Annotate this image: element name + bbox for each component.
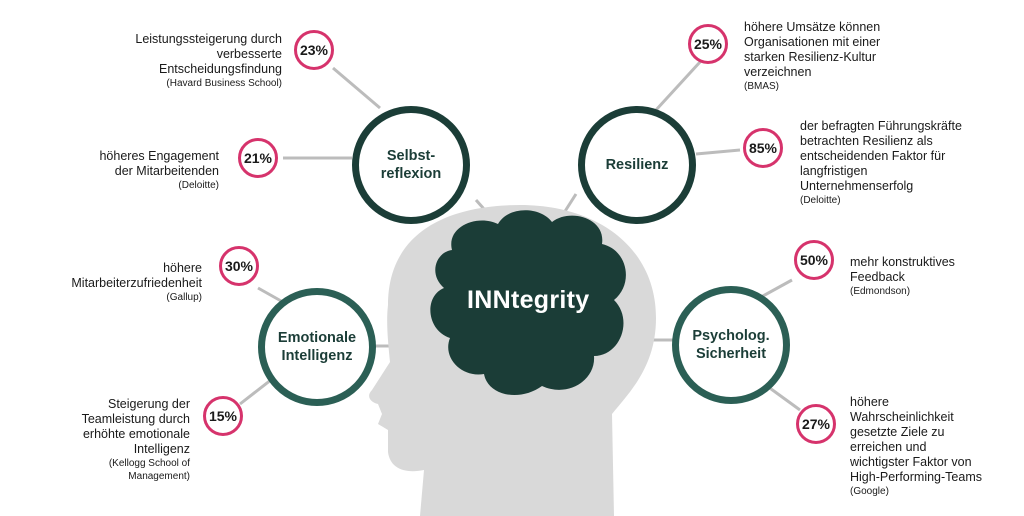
stat-text: Steigerung der Teamleistung durch erhöht… (81, 397, 190, 482)
stat-text: höheres Engagement der Mitarbeitenden(De… (99, 149, 219, 191)
stat-text: Leistungssteigerung durch verbesserte En… (135, 32, 282, 89)
stat-text: höhere Mitarbeiterzufriedenheit(Gallup) (71, 261, 202, 303)
stat-text: mehr konstruktives Feedback(Edmondson) (850, 255, 955, 297)
topic-selbstreflexion: Selbst- reflexion (352, 106, 470, 224)
stat-badge: 30% (219, 246, 259, 286)
connector-line (654, 60, 702, 112)
brand-label: INNtegrity (467, 286, 590, 314)
stat-text: höhere Wahrscheinlichkeit gesetzte Ziele… (850, 395, 982, 497)
topic-emotionale-intelligenz: Emotionale Intelligenz (258, 288, 376, 406)
topic-resilienz: Resilienz (578, 106, 696, 224)
stat-badge: 15% (203, 396, 243, 436)
stat-badge: 21% (238, 138, 278, 178)
brain-shape (430, 210, 626, 396)
stat-badge: 50% (794, 240, 834, 280)
stat-text: der befragten Führungskräfte betrachten … (800, 119, 962, 206)
connector-line (332, 66, 381, 110)
stat-badge: 85% (743, 128, 783, 168)
topic-psychologische-sicherheit: Psycholog. Sicherheit (672, 286, 790, 404)
stat-badge: 23% (294, 30, 334, 70)
stat-badge: 27% (796, 404, 836, 444)
stat-badge: 25% (688, 24, 728, 64)
connector-line (695, 148, 741, 156)
stat-text: höhere Umsätze können Organisationen mit… (744, 20, 881, 92)
